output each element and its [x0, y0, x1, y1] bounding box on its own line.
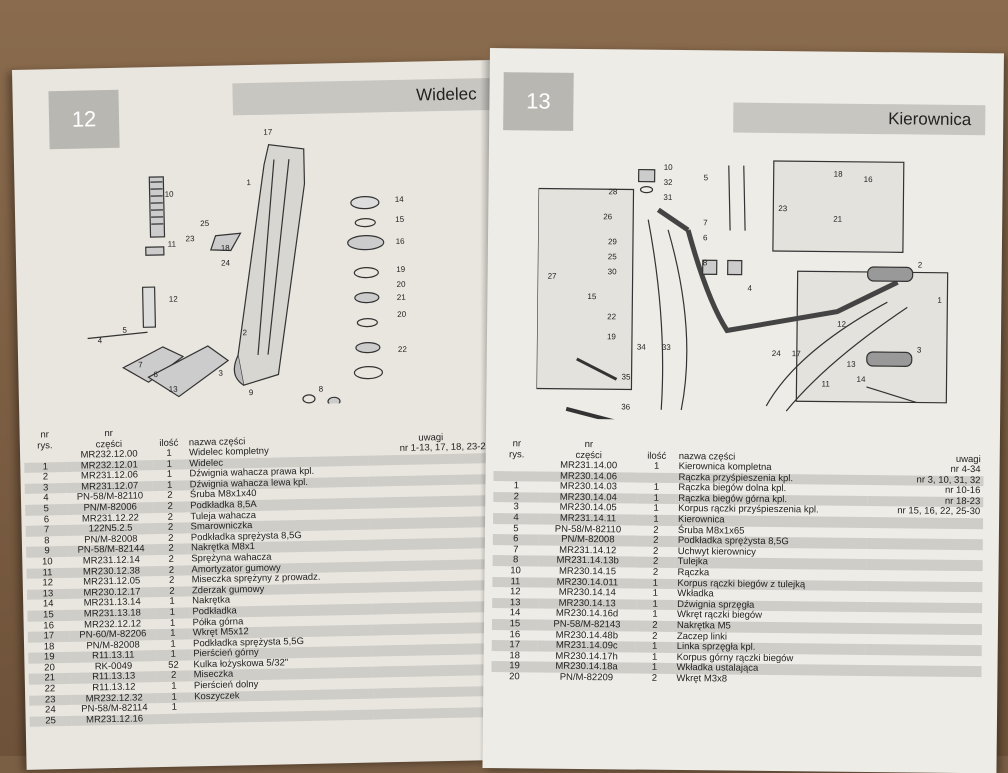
- callout-number: 11: [168, 240, 177, 249]
- col-uwagi: uwagi: [955, 453, 981, 466]
- callout-number: 1: [937, 296, 942, 305]
- callout-number: 25: [200, 219, 210, 228]
- callout-number: 16: [864, 175, 874, 184]
- row-nr: 20: [509, 671, 520, 683]
- col-nr-czesci: nr części: [95, 427, 123, 451]
- callout-number: 18: [221, 243, 231, 252]
- callout-number: 10: [165, 190, 175, 199]
- callout-number: 23: [185, 234, 195, 243]
- callout-number: 32: [664, 178, 674, 187]
- callout-number: 15: [395, 215, 405, 224]
- callout-number: 3: [218, 369, 223, 378]
- callout-number: 7: [703, 218, 708, 227]
- callout-number: 8: [703, 258, 708, 267]
- parts-table-right: nr rys. nr części ilość nazwa części uwa…: [491, 438, 984, 688]
- callout-number: 4: [98, 336, 103, 345]
- row-notes: [865, 676, 981, 688]
- page-title-right: Kierownica: [733, 102, 986, 136]
- callout-number: 6: [153, 370, 158, 379]
- callout-number: 21: [397, 293, 407, 302]
- callout-number: 24: [221, 258, 231, 267]
- page-number-right: 13: [503, 72, 574, 131]
- row-nr: [494, 460, 540, 471]
- row-quantity: 1: [653, 460, 660, 472]
- callout-number: 19: [396, 265, 406, 274]
- row-part-number: PN/M-82209: [559, 671, 614, 684]
- callout-number: 4: [747, 284, 752, 293]
- callout-number: 2: [918, 260, 923, 269]
- callout-number: 15: [587, 292, 597, 301]
- row-quantity: [157, 713, 192, 725]
- callout-number: 24: [772, 349, 782, 358]
- callout-number: 1: [246, 178, 251, 187]
- callout-number: 12: [169, 295, 179, 304]
- callout-number: 26: [603, 212, 613, 221]
- row-quantity: 1: [171, 701, 178, 714]
- callout-number: 20: [397, 310, 407, 319]
- col-nr-rys: nr rys.: [509, 438, 525, 461]
- callout-number: 33: [662, 343, 672, 352]
- callout-number: 21: [833, 215, 843, 224]
- callout-number: 31: [663, 193, 673, 202]
- col-nr-rys: nr rys.: [37, 429, 53, 452]
- col-ilosc: ilość: [647, 450, 667, 462]
- callout-number: 30: [608, 267, 618, 276]
- callout-number: 5: [122, 326, 127, 335]
- callout-number: 2: [242, 328, 247, 337]
- callout-number: 11: [821, 379, 830, 388]
- callout-number: 36: [621, 402, 631, 411]
- callout-number: 3: [917, 345, 922, 354]
- callout-number: 22: [607, 312, 617, 321]
- callout-number: 17: [263, 128, 273, 137]
- row-part-name: Wkręt M3x8: [676, 672, 728, 685]
- row-quantity: 2: [651, 672, 658, 684]
- row-nr: 25: [29, 715, 72, 728]
- callout-number: 5: [704, 173, 709, 182]
- callout-number: 6: [703, 233, 708, 242]
- callout-number: 22: [398, 345, 408, 354]
- col-nr-czesci: nr części: [575, 439, 602, 462]
- callout-number: 17: [792, 349, 802, 358]
- callout-number: 10: [664, 163, 674, 172]
- callout-number: 7: [138, 360, 143, 369]
- callout-number: 25: [608, 252, 618, 261]
- callout-number: 18: [834, 170, 844, 179]
- callout-number: 8: [319, 385, 324, 394]
- callout-number: 14: [857, 375, 867, 384]
- callout-number: 19: [607, 332, 617, 341]
- callout-number: 27: [548, 272, 558, 281]
- callout-number: 35: [622, 372, 632, 381]
- callout-number: 13: [847, 360, 857, 369]
- callout-number: 13: [169, 385, 179, 394]
- callout-number: 16: [396, 237, 406, 246]
- page-title-left: Widelec: [232, 77, 491, 116]
- callout-number: 34: [637, 343, 647, 352]
- callout-number: 12: [837, 320, 847, 329]
- col-ilosc: ilość: [159, 437, 179, 449]
- callout-number: 29: [608, 237, 618, 246]
- callout-number: 20: [396, 280, 406, 289]
- row-part-number: MR231.12.16: [71, 713, 158, 727]
- callout-number: 9: [249, 388, 254, 397]
- callout-number: 28: [608, 187, 618, 196]
- callout-number: 14: [395, 195, 405, 204]
- parts-table-left: nr rys. nr części ilość nazwa części uwa…: [24, 420, 500, 728]
- callout-number: 23: [778, 204, 788, 213]
